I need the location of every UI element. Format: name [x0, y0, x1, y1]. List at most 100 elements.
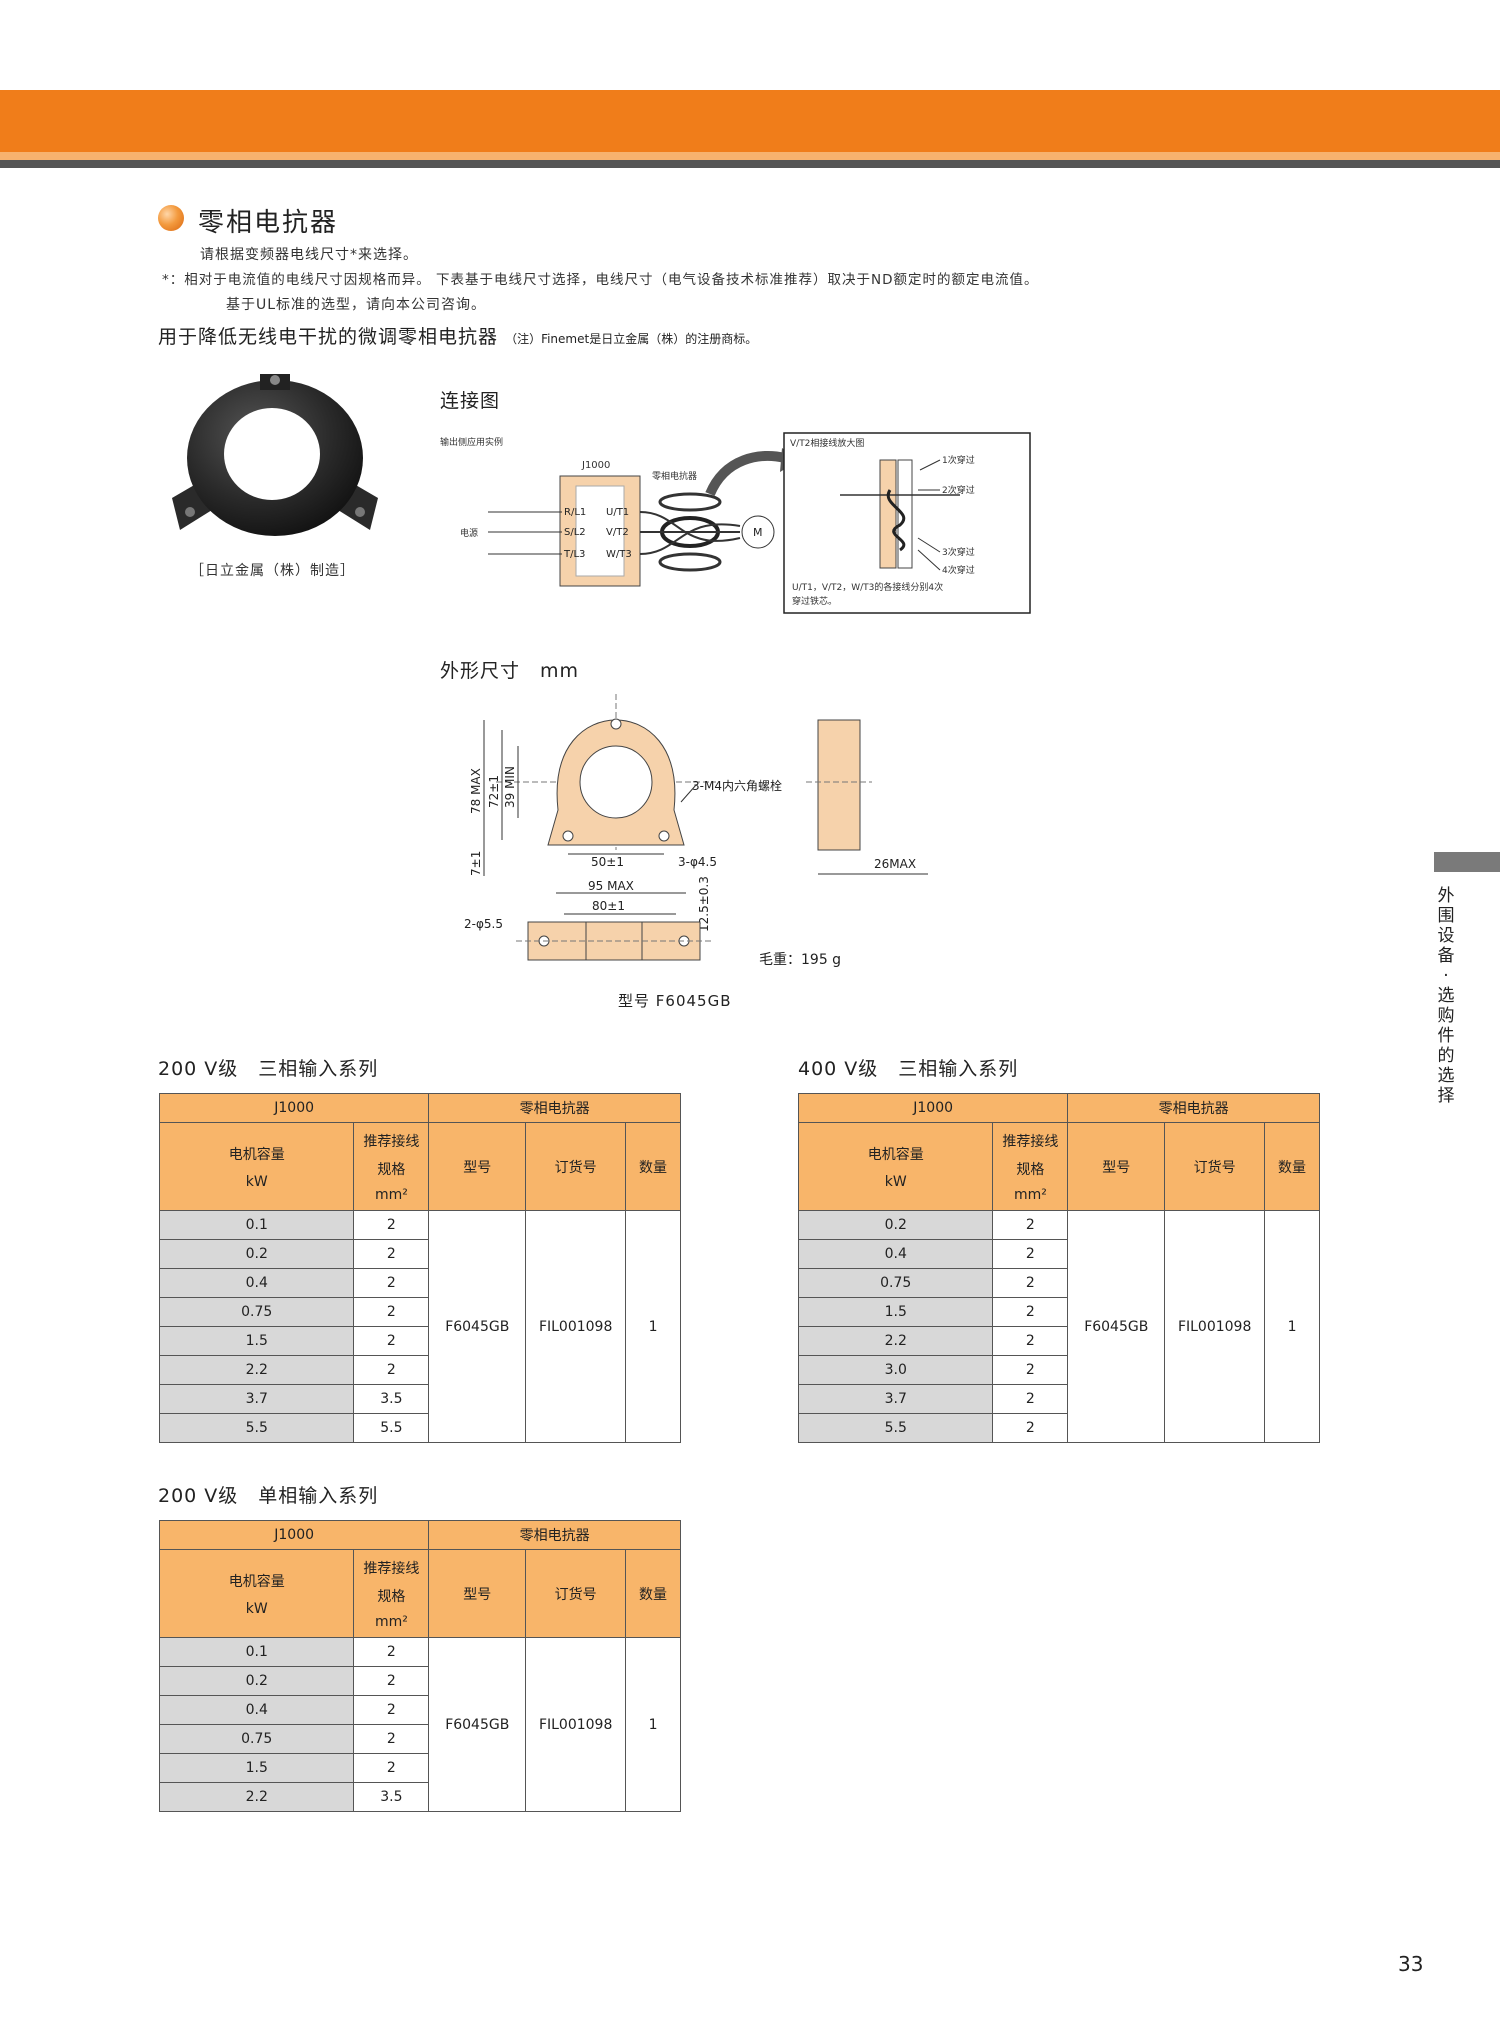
dim-125: 12.5±0.3 — [697, 876, 711, 932]
side-tab-marker — [1434, 852, 1500, 872]
dim-50: 50±1 — [591, 855, 624, 869]
header-inverter: J1000 — [158, 1093, 430, 1123]
cell-wire: 3.5 — [353, 1384, 430, 1414]
cell-wire: 2 — [353, 1268, 430, 1298]
product-photo — [172, 374, 378, 536]
side-tab-text: 外 围 设 备 · 选 购 件 的 选 择 — [1435, 886, 1457, 1106]
cell-model: F6045GB — [428, 1210, 527, 1443]
cell-qty: 1 — [1264, 1210, 1320, 1443]
cell-wire: 2 — [353, 1210, 430, 1240]
wiring-diagram: 输出侧应用实例 J1000 零相电抗器 电源 R/L1 S/L2 T/L3 U/… — [440, 432, 1031, 614]
cell-kw: 0.2 — [158, 1666, 355, 1696]
side-char: 购 — [1437, 1006, 1455, 1026]
terminal-v: V/T2 — [606, 527, 629, 538]
side-char: 备 — [1437, 946, 1455, 966]
cell-wire: 2 — [353, 1326, 430, 1356]
cell-order: FIL001098 — [525, 1637, 627, 1812]
cell-kw: 1.5 — [797, 1297, 994, 1327]
side-char: 设 — [1437, 926, 1455, 946]
dimensions-title: 外形尺寸 mm — [440, 660, 580, 682]
cell-kw: 3.0 — [797, 1355, 994, 1385]
note-line-2: *：相对于电流值的电线尺寸因规格而异。 下表基于电线尺寸选择，电线尺寸（电气设备… — [162, 272, 1039, 288]
header-order: 订货号 — [525, 1122, 627, 1211]
dim-hole55: 2-φ5.5 — [464, 917, 503, 931]
terminal-u: U/T1 — [606, 507, 629, 518]
cell-wire: 2 — [992, 1210, 1069, 1240]
cell-wire: 2 — [353, 1355, 430, 1385]
cell-kw: 3.7 — [797, 1384, 994, 1414]
cell-wire: 2 — [992, 1355, 1069, 1385]
cell-wire: 2 — [353, 1666, 430, 1696]
cell-model: F6045GB — [1067, 1210, 1166, 1443]
section-subtitle: 用于降低无线电干扰的微调零相电抗器 （注）Finemet是日立金属（株）的注册商… — [158, 322, 757, 349]
terminal-s: S/L2 — [564, 527, 586, 538]
header-model: 型号 — [1067, 1122, 1166, 1211]
header-order: 订货号 — [525, 1549, 627, 1638]
enlarged-note-2: 穿过铁芯。 — [792, 595, 837, 607]
header-stripe — [0, 152, 1500, 160]
subtitle-main: 用于降低无线电干扰的微调零相电抗器 — [158, 326, 499, 348]
page-title: 零相电抗器 — [198, 208, 339, 238]
side-char: 选 — [1437, 986, 1455, 1006]
cell-wire: 2 — [992, 1297, 1069, 1327]
cell-kw: 1.5 — [158, 1326, 355, 1356]
weight-label: 毛重：195 g — [759, 952, 841, 968]
header-inverter: J1000 — [797, 1093, 1069, 1123]
header-qty: 数量 — [625, 1122, 681, 1211]
enlarged-note-1: U/T1，V/T2，W/T3的各接线分别4次 — [792, 581, 943, 593]
cell-kw: 5.5 — [158, 1413, 355, 1443]
terminal-w: W/T3 — [606, 549, 632, 560]
note-line-1: 请根据变频器电线尺寸*来选择。 — [200, 247, 418, 263]
dim-95max: 95 MAX — [588, 879, 634, 893]
dim-7: 7±1 — [469, 851, 483, 876]
header-reactor: 零相电抗器 — [428, 1093, 681, 1123]
wiring-title: 连接图 — [440, 390, 501, 412]
motor-label: M — [753, 526, 763, 539]
cell-kw: 0.4 — [158, 1695, 355, 1725]
reactor-label: 零相电抗器 — [652, 470, 697, 482]
dim-39min: 39 MIN — [503, 766, 517, 808]
dim-80: 80±1 — [592, 899, 625, 913]
model-label: 型号 F6045GB — [618, 992, 732, 1010]
side-char: 择 — [1437, 1086, 1455, 1106]
cell-kw: 2.2 — [797, 1326, 994, 1356]
side-char: 外 — [1437, 886, 1455, 906]
inverter-label: J1000 — [581, 460, 610, 471]
side-char: · — [1443, 966, 1449, 986]
note-line-3: 基于UL标准的选型，请向本公司咨询。 — [226, 297, 487, 313]
photo-caption: ［日立金属（株）制造］ — [190, 563, 355, 579]
table-row: 0.1 2 F6045GB FIL001098 1 — [158, 1637, 681, 1812]
header-qty: 数量 — [1264, 1122, 1320, 1211]
dim-bolt: 3-M4内六角螺栓 — [692, 778, 782, 793]
subtitle-note: （注）Finemet是日立金属（株）的注册商标。 — [505, 332, 758, 346]
turn-2-label: 2次穿过 — [942, 484, 975, 496]
turn-3-label: 3次穿过 — [942, 546, 975, 558]
terminal-r: R/L1 — [564, 507, 586, 518]
enlarged-title: V/T2相接线放大图 — [790, 437, 864, 449]
header-reactor: 零相电抗器 — [428, 1520, 681, 1550]
turn-4-label: 4次穿过 — [942, 564, 975, 576]
cell-wire: 2 — [353, 1753, 430, 1783]
cell-order: FIL001098 — [1164, 1210, 1266, 1443]
cell-qty: 1 — [625, 1210, 681, 1443]
cell-wire: 5.5 — [353, 1413, 430, 1443]
cell-wire: 2 — [353, 1724, 430, 1754]
side-char: 选 — [1437, 1066, 1455, 1086]
header-reactor: 零相电抗器 — [1067, 1093, 1320, 1123]
side-char: 件 — [1437, 1026, 1455, 1046]
terminal-t: T/L3 — [563, 549, 585, 560]
